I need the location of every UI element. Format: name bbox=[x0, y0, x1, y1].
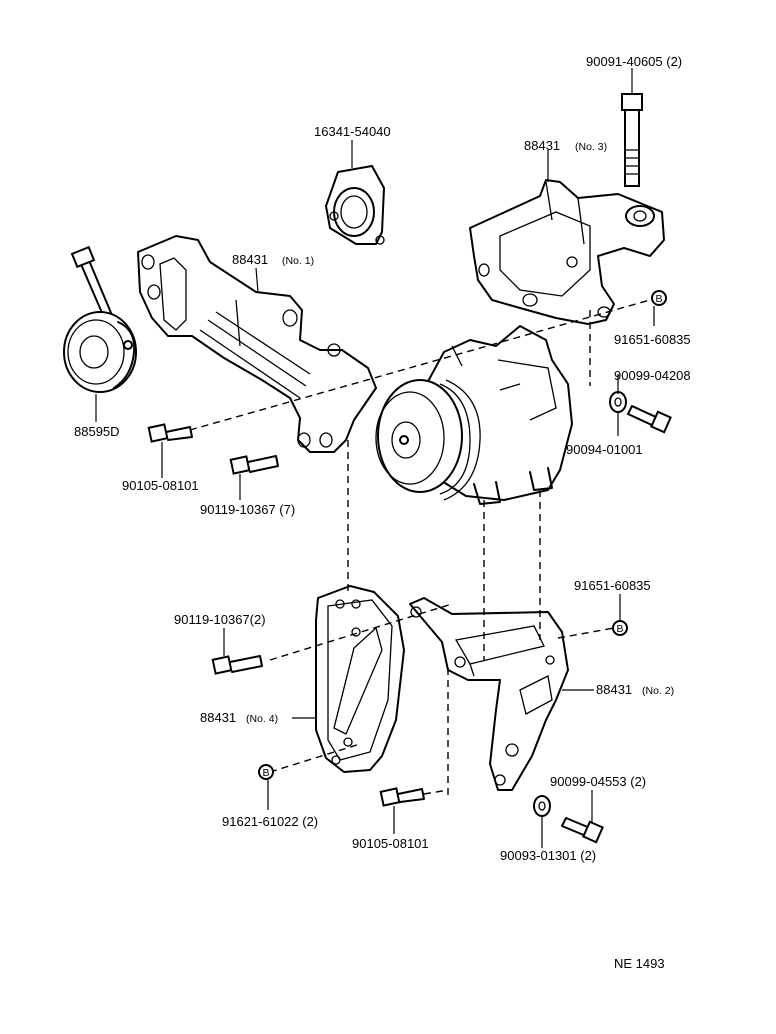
marker-b-bottom: B bbox=[258, 764, 274, 780]
label-90099-04208: 90099-04208 bbox=[614, 368, 691, 383]
marker-b-top: B bbox=[651, 290, 667, 306]
label-16341-54040: 16341-54040 bbox=[314, 124, 391, 139]
compressor-icon bbox=[375, 325, 573, 505]
bolt-90099-04208-icon bbox=[627, 405, 672, 434]
label-90099-04553: 90099-04553 (2) bbox=[550, 774, 646, 789]
label-91621-61022: 91621-61022 (2) bbox=[222, 814, 318, 829]
label-88431-no2-sub: (No. 2) bbox=[642, 685, 674, 697]
label-90119-10367-2: 90119-10367(2) bbox=[174, 612, 266, 627]
label-88431-no3: 88431 bbox=[524, 138, 560, 153]
svg-text:B: B bbox=[616, 623, 623, 635]
leader-lines bbox=[161, 150, 655, 848]
svg-text:B: B bbox=[655, 293, 662, 305]
label-88595d: 88595D bbox=[74, 424, 120, 439]
bolt-90105-a-icon bbox=[147, 423, 193, 443]
washer-90093-icon bbox=[533, 795, 551, 817]
alignment-lines bbox=[189, 299, 651, 796]
bracket-no2-icon bbox=[409, 597, 569, 791]
bolt-90099-04553-icon bbox=[561, 817, 604, 844]
bracket-no3-icon bbox=[469, 179, 665, 325]
label-88431-no2: 88431 bbox=[596, 682, 632, 697]
label-90094-01001: 90094-01001 bbox=[566, 442, 643, 457]
label-88431-no4-sub: (No. 4) bbox=[246, 713, 278, 725]
washer-90094-icon bbox=[609, 391, 627, 413]
label-90105-08101-a: 90105-08101 bbox=[122, 478, 199, 493]
label-91651-60835-b: 91651-60835 bbox=[574, 578, 651, 593]
long-bolt-icon bbox=[621, 68, 643, 187]
label-90119-10367-7: 90119-10367 (7) bbox=[200, 502, 295, 517]
label-90093-01301: 90093-01301 (2) bbox=[500, 848, 596, 863]
bracket-no4-icon bbox=[315, 585, 405, 773]
label-90105-08101-b: 90105-08101 bbox=[352, 836, 429, 851]
footer-diagram-code: NE 1493 bbox=[614, 956, 665, 971]
bracket-no1-icon bbox=[137, 235, 377, 453]
bolt-90119-a-icon bbox=[229, 455, 279, 475]
label-88431-no3-sub: (No. 3) bbox=[575, 141, 607, 153]
label-90091-40605: 90091-40605 (2) bbox=[586, 54, 682, 69]
idler-pulley-icon bbox=[63, 245, 137, 422]
label-88431-no4: 88431 bbox=[200, 710, 236, 725]
label-91651-60835-a: 91651-60835 bbox=[614, 332, 691, 347]
label-88431-no1: 88431 bbox=[232, 252, 268, 267]
bolt-90119-b-icon bbox=[211, 655, 263, 675]
adapter-ring-icon bbox=[325, 140, 385, 245]
label-88431-no1-sub: (No. 1) bbox=[282, 255, 314, 267]
svg-text:B: B bbox=[262, 767, 269, 779]
bolt-90105-b-icon bbox=[379, 787, 425, 807]
marker-b-mid: B bbox=[612, 620, 628, 636]
